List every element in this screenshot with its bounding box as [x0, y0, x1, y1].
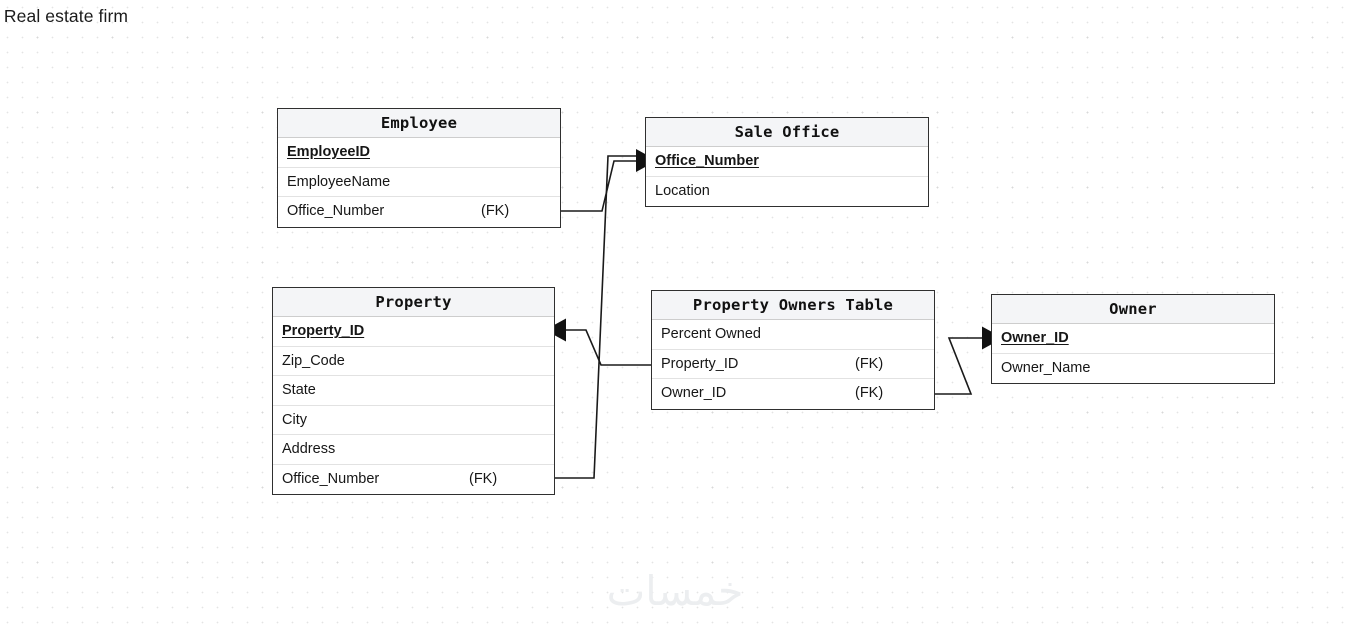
entity-sale-office[interactable]: Sale Office Office_Number Location — [645, 117, 929, 207]
field-name-employee-office-number: Office_Number — [287, 203, 385, 219]
field-row-employeeid[interactable]: EmployeeID — [278, 138, 560, 168]
entity-title-owner: Owner — [992, 295, 1274, 324]
watermark: خمسات — [606, 567, 744, 615]
field-row-owner-name[interactable]: Owner_Name — [992, 354, 1274, 384]
field-tag-pot-property-id-fk: (FK) — [855, 355, 884, 372]
field-name-property-office-number: Office_Number — [282, 470, 380, 487]
relationship-property-to-sale-office — [555, 149, 657, 479]
entity-title-employee: Employee — [278, 109, 560, 138]
entity-employee[interactable]: Employee EmployeeID EmployeeName Office_… — [277, 108, 561, 228]
field-row-property-zip-code[interactable]: Zip_Code — [273, 347, 554, 376]
field-row-property-city[interactable]: City — [273, 406, 554, 435]
field-name-percent-owned: Percent Owned — [661, 326, 761, 342]
field-row-pot-property-id[interactable]: Property_ID (FK) — [652, 350, 934, 379]
field-name-property-id: Property_ID — [282, 323, 365, 339]
field-tag-pot-owner-id-fk: (FK) — [855, 385, 884, 401]
field-name-pot-property-id: Property_ID — [661, 355, 739, 372]
entity-property-owners-table[interactable]: Property Owners Table Percent Owned Prop… — [651, 290, 935, 410]
field-name-property-address: Address — [282, 441, 336, 457]
entity-property[interactable]: Property Property_ID Zip_Code State City… — [272, 287, 555, 495]
page-title: : Real estate firm — [0, 6, 129, 26]
field-row-employee-office-number[interactable]: Office_Number (FK) — [278, 197, 560, 227]
field-row-employeename[interactable]: EmployeeName — [278, 168, 560, 197]
field-row-percent-owned[interactable]: Percent Owned — [652, 320, 934, 350]
field-name-property-zip-code: Zip_Code — [282, 352, 345, 369]
field-row-sale-office-number[interactable]: Office_Number — [646, 147, 928, 177]
field-name-owner-name: Owner_Name — [1001, 359, 1091, 376]
field-tag-employee-office-number-fk: (FK) — [481, 203, 510, 219]
field-row-property-office-number[interactable]: Office_Number (FK) — [273, 465, 554, 495]
field-name-owner-id: Owner_ID — [1001, 330, 1069, 346]
entity-title-sale-office: Sale Office — [646, 118, 928, 147]
field-row-sale-office-location[interactable]: Location — [646, 177, 928, 207]
field-name-sale-office-location: Location — [655, 182, 710, 199]
field-name-property-state: State — [282, 382, 316, 398]
field-row-property-id[interactable]: Property_ID — [273, 317, 554, 347]
field-name-employeename: EmployeeName — [287, 173, 391, 190]
field-row-property-address[interactable]: Address — [273, 435, 554, 465]
field-row-owner-id[interactable]: Owner_ID — [992, 324, 1274, 354]
relationship-property-owners-to-property — [545, 318, 651, 366]
relationship-employee-to-sale-office — [561, 160, 636, 212]
entity-title-property: Property — [273, 288, 554, 317]
field-name-pot-owner-id: Owner_ID — [661, 385, 727, 401]
field-row-pot-owner-id[interactable]: Owner_ID (FK) — [652, 379, 934, 409]
field-name-employeeid: EmployeeID — [287, 144, 370, 160]
entity-owner[interactable]: Owner Owner_ID Owner_Name — [991, 294, 1275, 384]
field-name-property-city: City — [282, 411, 307, 428]
field-row-property-state[interactable]: State — [273, 376, 554, 406]
field-tag-property-office-number-fk: (FK) — [469, 470, 498, 487]
entity-title-property-owners-table: Property Owners Table — [652, 291, 934, 320]
field-name-sale-office-number: Office_Number — [655, 153, 759, 169]
